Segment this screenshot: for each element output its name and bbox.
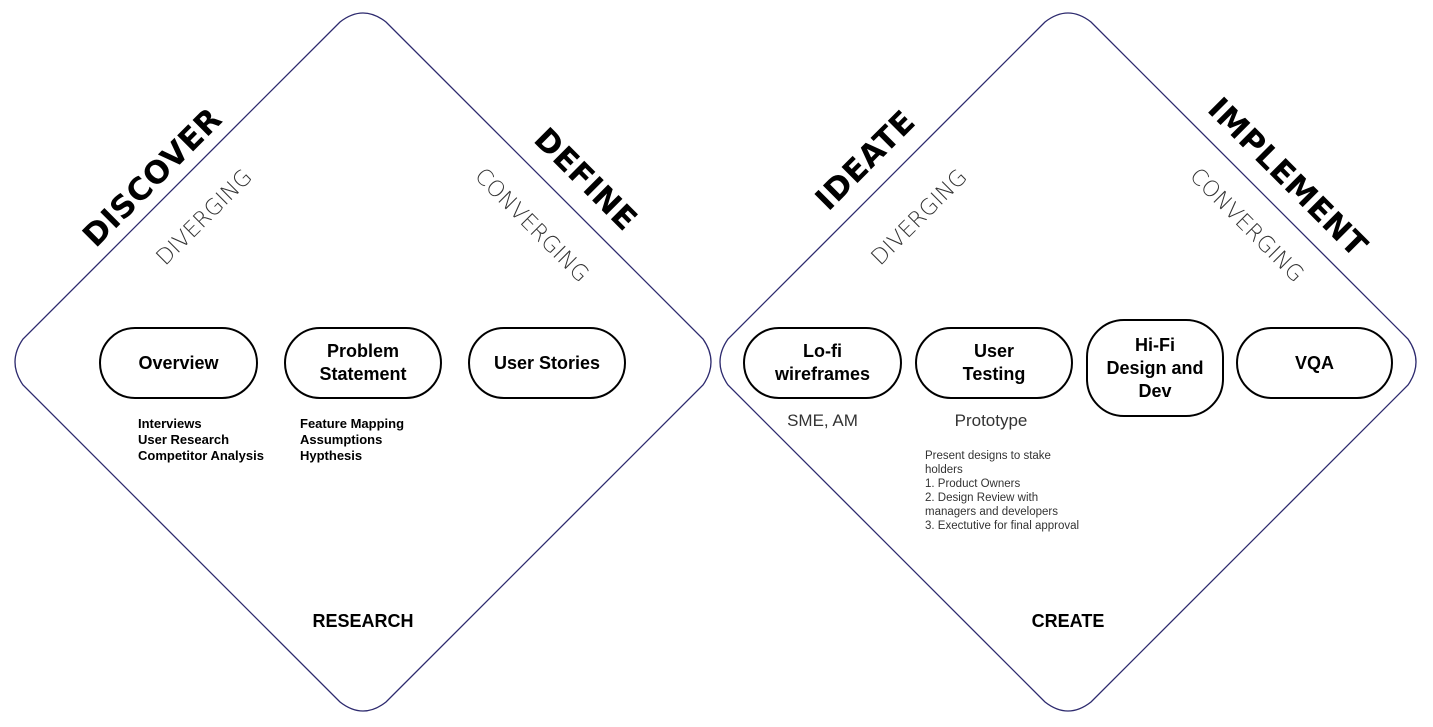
step-vqa[interactable]: VQA [1236,327,1393,399]
lofi-subtext: SME, AM [787,411,858,430]
list-item: Assumptions [300,432,383,447]
step-lofi-wireframes[interactable]: Lo-fi wireframes [743,327,902,399]
left-diamond-outline [14,12,712,712]
note-line: 3. Exectutive for final approval [925,520,1080,532]
overview-activities: Interviews User Research Competitor Anal… [138,416,264,464]
list-item: Interviews [138,416,202,431]
step-vqa-label: VQA [1294,352,1334,373]
note-line: Present designs to stake [925,450,1051,462]
note-line: 2. Design Review with [925,492,1039,504]
problem-activities: Feature Mapping Assumptions Hypthesis [300,416,404,464]
step-lofi-line1: Lo-fi [803,341,842,361]
step-user-stories-label: User Stories [493,352,601,373]
step-overview[interactable]: Overview [99,327,258,399]
list-item: Feature Mapping [300,416,405,431]
step-user-testing[interactable]: User Testing [915,327,1073,399]
list-item: User Research [138,432,230,447]
testing-notes: Present designs to stake holders 1. Prod… [925,449,1095,533]
note-line: 1. Product Owners [925,478,1021,490]
step-hifi-design-dev[interactable]: Hi-Fi Design and Dev [1086,319,1224,417]
step-problem-statement[interactable]: Problem Statement [284,327,442,399]
step-problem-statement-line1: Problem [326,341,400,361]
footer-create: CREATE [1031,611,1105,631]
step-user-testing-line2: Testing [962,364,1026,384]
step-hifi-line2: Design and [1106,357,1204,378]
step-user-testing-line1: User [973,341,1014,361]
note-line: managers and developers [925,506,1058,518]
step-hifi-line3: Dev [1138,380,1172,401]
note-line: holders [925,464,963,476]
testing-subtext: Prototype [954,411,1028,430]
step-user-stories[interactable]: User Stories [468,327,626,399]
list-item: Competitor Analysis [138,448,264,463]
list-item: Hypthesis [300,448,363,463]
footer-research: RESEARCH [312,611,414,631]
right-diamond-outline [719,12,1417,712]
step-hifi-line1: Hi-Fi [1134,334,1175,355]
step-problem-statement-line2: Statement [319,364,407,384]
step-lofi-line2: wireframes [774,364,871,384]
step-overview-label: Overview [138,352,219,373]
